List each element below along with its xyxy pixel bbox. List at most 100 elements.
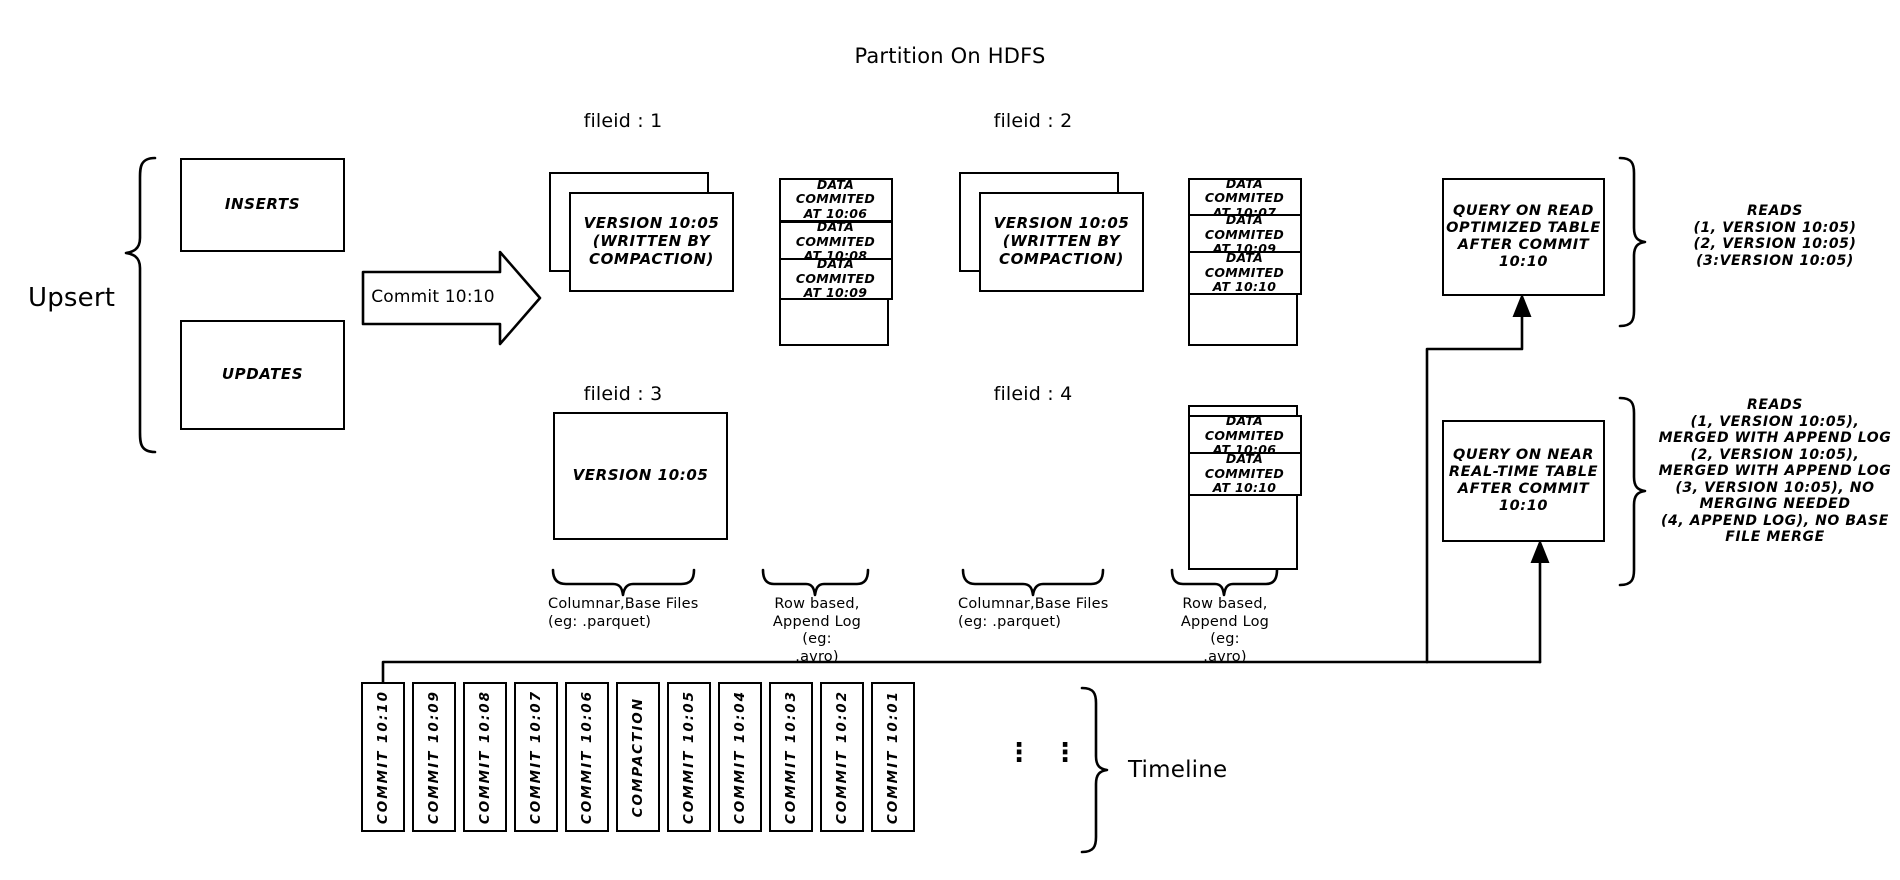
timeline-item-label: COMMIT 10:09: [426, 689, 442, 825]
timeline-item-label: COMMIT 10:07: [528, 689, 544, 825]
reads-line: (3, VERSION 10:05), NO: [1675, 479, 1875, 496]
query-box-line: REAL-TIME TABLE: [1448, 463, 1599, 480]
timeline-item[interactable]: COMMIT 10:08: [463, 682, 507, 832]
caption-line: Append Log (eg:: [1180, 613, 1270, 648]
query-read-optimized-box[interactable]: QUERY ON READ OPTIMIZED TABLE AFTER COMM…: [1442, 178, 1605, 296]
caption-line: Columnar,Base Files: [958, 596, 1109, 612]
fileid-3-label: fileid : 3: [583, 383, 663, 405]
query-box-line: 10:10: [1498, 254, 1549, 271]
base-files-brace-right: [961, 568, 1105, 597]
page-title: Partition On HDFS: [854, 44, 1046, 68]
log-entry-line: DATA COMMITED: [1204, 175, 1285, 206]
reads-line: READS: [1747, 203, 1803, 219]
timeline-item-label: COMMIT 10:01: [885, 689, 901, 825]
fileid-1-base-line-2: COMPACTION): [588, 249, 715, 268]
reads-line: (3:VERSION 10:05): [1696, 252, 1854, 269]
reads-brace-top: [1618, 156, 1647, 328]
timeline-item[interactable]: COMMIT 10:02: [820, 682, 864, 832]
log-entry[interactable]: DATA COMMITED AT 10:06: [778, 176, 893, 222]
log-entry-line: AT 10:10: [1212, 480, 1277, 496]
timeline-item[interactable]: COMMIT 10:07: [514, 682, 558, 832]
upsert-label: Upsert: [28, 283, 116, 313]
reads-line: (1, VERSION 10:05): [1693, 219, 1857, 236]
updates-box[interactable]: UPDATES: [180, 320, 345, 430]
fileid-1-base-file[interactable]: VERSION 10:05 (WRITTEN BY COMPACTION): [569, 192, 734, 292]
caption-line: Row based,: [774, 596, 860, 612]
timeline-item-label: COMMIT 10:04: [732, 689, 748, 825]
log-entry[interactable]: DATA COMMITED AT 10:08: [778, 219, 893, 263]
fileid-1-base-line-0: VERSION 10:05: [583, 214, 720, 233]
fileid-4-log-file: DATA COMMITED AT 10:06 DATA COMMITED AT …: [1187, 405, 1302, 570]
reads-near-real-time: READS (1, VERSION 10:05), MERGED WITH AP…: [1650, 397, 1900, 546]
caption-line: .avro): [1203, 649, 1247, 666]
reads-line: (2, VERSION 10:05): [1693, 236, 1857, 253]
timeline-item[interactable]: COMMIT 10:01: [871, 682, 915, 832]
caption-line: Append Log (eg:: [772, 613, 862, 648]
inserts-box[interactable]: INSERTS: [180, 158, 345, 252]
fileid-1-base-line-1: (WRITTEN BY: [592, 232, 711, 251]
fileid-2-base-line-1: (WRITTEN BY: [1002, 232, 1121, 251]
timeline-item[interactable]: COMMIT 10:03: [769, 682, 813, 832]
arrowhead-read-optimized: [1512, 293, 1532, 317]
timeline-item[interactable]: COMMIT 10:04: [718, 682, 762, 832]
timeline-item[interactable]: COMMIT 10:05: [667, 682, 711, 832]
timeline-item-label: COMMIT 10:06: [579, 689, 595, 825]
timeline-item[interactable]: COMMIT 10:10: [361, 682, 405, 832]
caption-line: (eg: .parquet): [958, 613, 1062, 630]
timeline-item[interactable]: COMMIT 10:09: [412, 682, 456, 832]
log-entry[interactable]: DATA COMMITED AT 10:10: [1187, 451, 1302, 496]
fileid-2-base-line-2: COMPACTION): [998, 249, 1125, 268]
log-entry[interactable]: DATA COMMITED AT 10:10: [1187, 251, 1302, 295]
timeline-item[interactable]: COMMIT 10:06: [565, 682, 609, 832]
log-entry[interactable]: DATA COMMITED AT 10:09: [778, 256, 893, 301]
reads-read-optimized: READS (1, VERSION 10:05) (2, VERSION 10:…: [1650, 203, 1900, 269]
query-box-line: AFTER COMMIT: [1457, 481, 1590, 497]
query-box-line: AFTER COMMIT: [1457, 237, 1590, 253]
timeline-item-label: COMMIT 10:05: [681, 689, 697, 825]
log-entry-line: DATA COMMITED: [795, 176, 876, 207]
reads-line: (2, VERSION 10:05),: [1690, 446, 1860, 463]
caption-line: Row based,: [1182, 596, 1268, 612]
arrowhead-near-real-time: [1530, 539, 1550, 563]
query-near-real-time-box[interactable]: QUERY ON NEAR REAL-TIME TABLE AFTER COMM…: [1442, 420, 1605, 542]
log-entry-line: DATA COMMITED: [795, 219, 876, 249]
log-caption-right: Row based, Append Log (eg: .avro): [1166, 596, 1284, 667]
query-box-line: OPTIMIZED TABLE: [1446, 219, 1601, 236]
fileid-3-base-line-0: VERSION 10:05: [572, 466, 709, 485]
log-brace-right: [1170, 568, 1279, 597]
caption-line: .avro): [795, 649, 839, 666]
log-entry-line: DATA COMMITED: [795, 256, 876, 286]
reads-line: MERGED WITH APPEND LOG: [1658, 430, 1892, 447]
timeline-item-label: COMPACTION: [630, 696, 646, 818]
timeline-item-label: COMMIT 10:02: [834, 689, 850, 825]
fileid-3-base-file[interactable]: VERSION 10:05: [553, 412, 728, 540]
timeline-label: Timeline: [1128, 757, 1228, 783]
log-entry-line: DATA COMMITED: [1204, 413, 1285, 443]
connector-timeline-trunk: [381, 660, 1542, 684]
log-entry[interactable]: DATA COMMITED AT 10:09: [1187, 213, 1302, 256]
log-entry-line: AT 10:10: [1212, 279, 1277, 295]
reads-line: READS: [1747, 397, 1803, 413]
timeline-item[interactable]: COMPACTION: [616, 682, 660, 832]
fileid-1-label: fileid : 1: [583, 110, 663, 132]
reads-line: MERGING NEEDED: [1699, 496, 1851, 513]
fileid-2-log-file: DATA COMMITED AT 10:07 DATA COMMITED AT …: [1187, 175, 1302, 346]
query-box-line: QUERY ON NEAR: [1452, 446, 1595, 463]
fileid-4-label: fileid : 4: [993, 383, 1073, 405]
log-entry-line: AT 10:09: [803, 285, 868, 301]
commit-arrow-label: Commit 10:10: [371, 287, 495, 307]
timeline-item-label: COMMIT 10:08: [477, 689, 493, 825]
upsert-brace: [124, 156, 157, 454]
log-entry-line: DATA COMMITED: [1204, 451, 1285, 481]
log-brace-left: [761, 568, 870, 597]
timeline-brace: [1080, 686, 1109, 854]
query-box-line: QUERY ON READ: [1452, 202, 1595, 219]
base-files-brace-left: [551, 568, 696, 597]
query-box-line: 10:10: [1498, 498, 1549, 515]
reads-brace-bottom: [1618, 396, 1647, 587]
fileid-2-base-file[interactable]: VERSION 10:05 (WRITTEN BY COMPACTION): [979, 192, 1144, 292]
timeline-ellipsis: ⋮: [1006, 738, 1032, 768]
caption-line: (eg: .parquet): [548, 613, 652, 630]
